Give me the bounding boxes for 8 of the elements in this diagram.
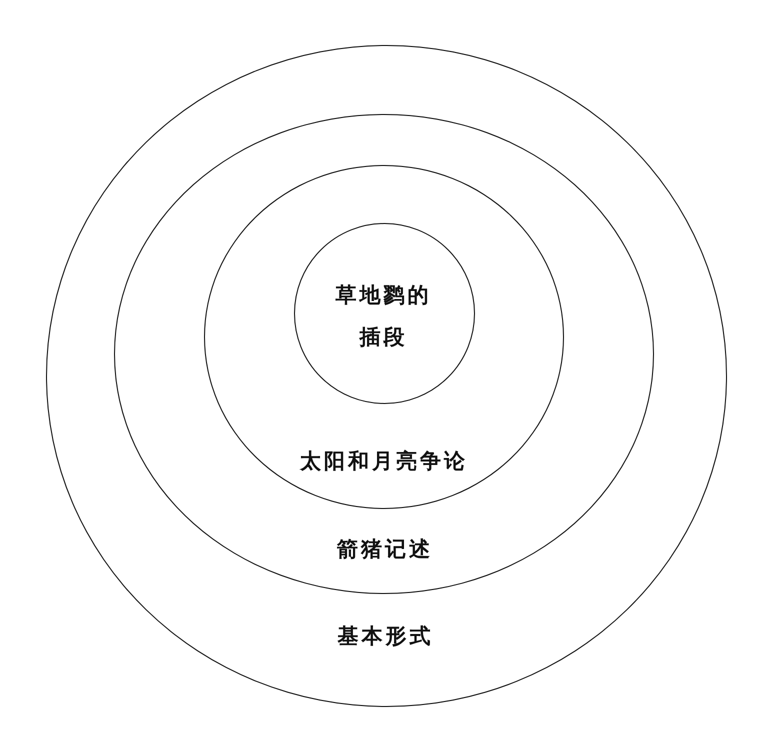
concentric-circle	[294, 223, 476, 404]
concentric-circle	[204, 164, 564, 509]
circle-label: 太阳和月亮争论	[300, 448, 468, 474]
circle-label: 箭猪记述	[336, 536, 433, 562]
concentric-circle	[114, 114, 654, 594]
circle-label: 基本形式	[337, 623, 434, 650]
circle-label: 草地鹨的插段	[334, 282, 433, 351]
concentric-circle	[46, 45, 727, 707]
